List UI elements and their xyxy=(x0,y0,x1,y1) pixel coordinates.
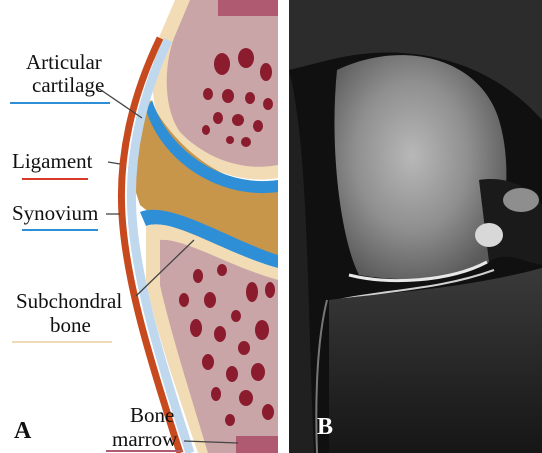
mri-bright-spot-2 xyxy=(503,188,539,212)
label-synovium: Synovium xyxy=(12,202,98,224)
panel-b-mri-image: B xyxy=(289,0,542,453)
ligament-legend-line xyxy=(22,178,88,180)
cartilage-legend-line xyxy=(10,102,110,104)
label-subchondral-line1: Subchondral xyxy=(16,290,122,312)
label-bone-marrow-line2: marrow xyxy=(112,428,177,450)
synovium-legend-line xyxy=(22,229,98,231)
marrow-legend-line xyxy=(106,450,182,452)
label-articular-cartilage-line2: cartilage xyxy=(32,74,104,96)
upper-marrow-cap xyxy=(218,0,278,16)
label-bone-marrow-line1: Bone xyxy=(130,404,174,426)
label-subchondral-line2: bone xyxy=(50,314,91,336)
label-articular-cartilage-line1: Articular xyxy=(26,51,102,73)
mri-bright-spot xyxy=(475,223,503,247)
label-ligament: Ligament xyxy=(12,150,92,172)
panel-a-joint-diagram: Articular cartilage Ligament Synovium Su… xyxy=(0,0,278,453)
lower-marrow-cap xyxy=(236,436,278,453)
subchondral-legend-line xyxy=(12,341,112,343)
mri-femoral-condyle xyxy=(334,55,506,279)
panel-b-letter: B xyxy=(317,414,333,441)
panel-a-letter: A xyxy=(14,418,31,445)
mri-scan xyxy=(289,0,542,453)
